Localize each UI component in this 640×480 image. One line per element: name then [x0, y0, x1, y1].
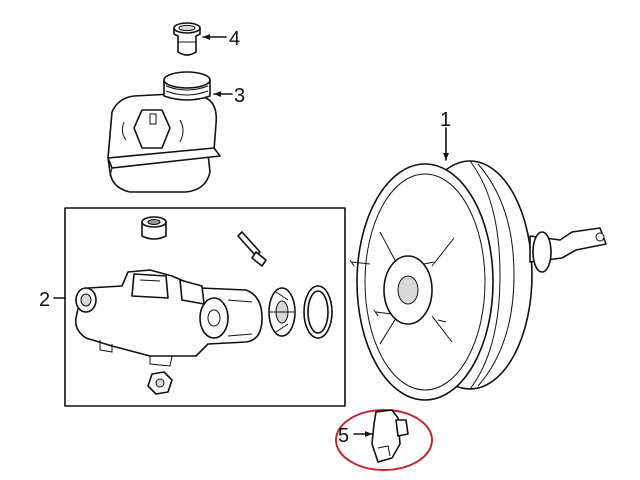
callout-label-3: 3: [234, 85, 245, 107]
nut[interactable]: [147, 371, 173, 395]
callout-label-5: 5: [338, 425, 349, 447]
bleeder-screw[interactable]: [237, 231, 267, 267]
callout-4-leader: [202, 34, 227, 40]
fluid-reservoir[interactable]: [107, 71, 221, 193]
reservoir-cap[interactable]: [141, 216, 167, 240]
master-cylinder-kit-box: [64, 207, 346, 407]
callout-1-leader: [443, 127, 449, 161]
highlight-ring: [335, 409, 433, 471]
o-ring[interactable]: [303, 285, 333, 339]
callout-3-leader: [213, 91, 233, 97]
callout-label-4: 4: [229, 28, 240, 50]
brake-booster[interactable]: [349, 160, 607, 401]
callout-label-2: 2: [39, 289, 50, 311]
master-cylinder[interactable]: [74, 269, 263, 367]
seal-plate[interactable]: [268, 287, 296, 337]
callout-label-booster: 1: [440, 109, 451, 131]
vacuum-sensor[interactable]: [371, 409, 409, 463]
callout-5-leader: [353, 431, 373, 437]
reservoir-grommet[interactable]: [173, 22, 201, 56]
